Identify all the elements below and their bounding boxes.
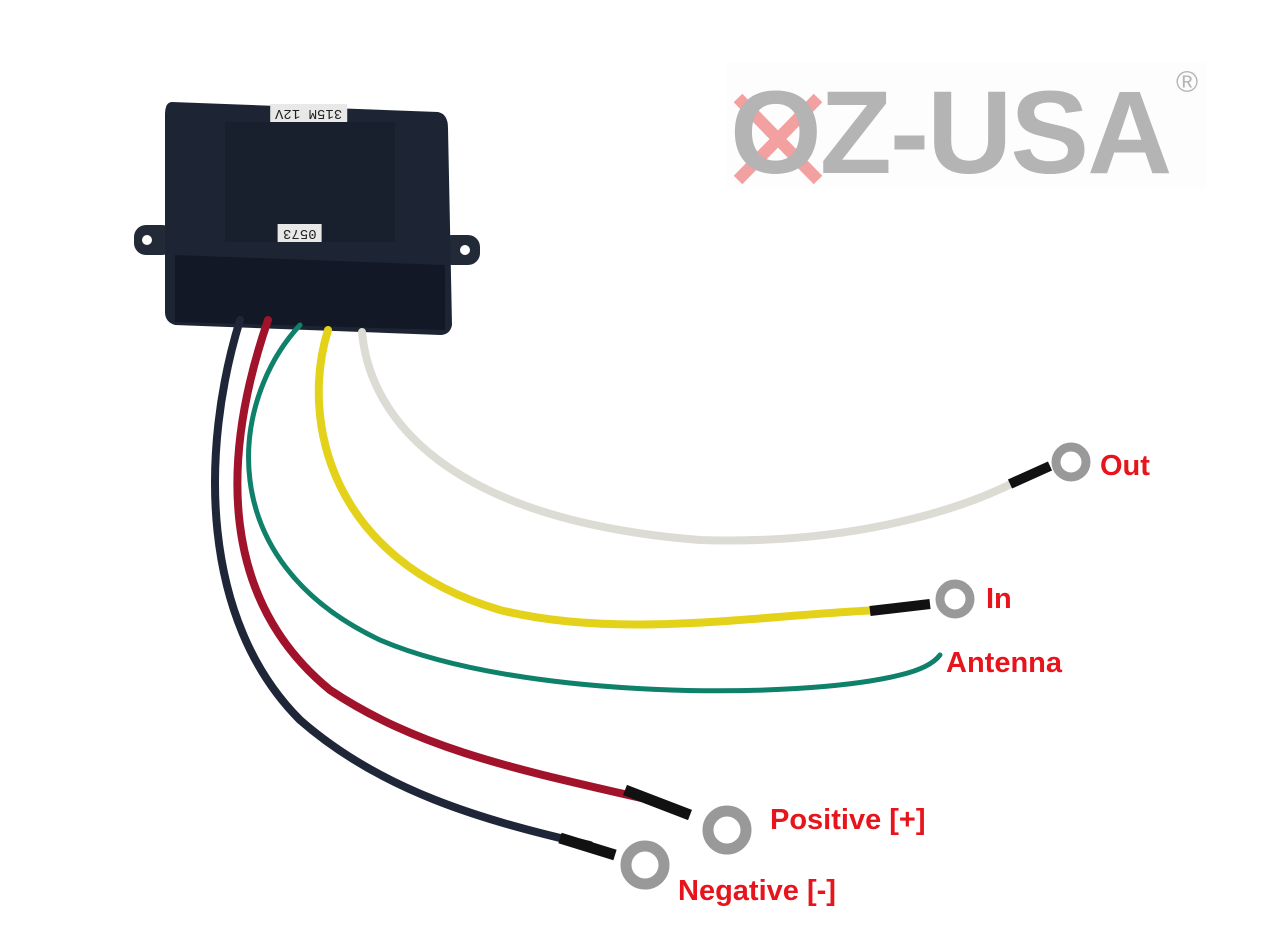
negative-wire — [211, 316, 594, 849]
label-negative: Negative [-] — [678, 875, 836, 907]
brand-logo: OZ-USA ® — [726, 62, 1206, 192]
label-in: In — [986, 583, 1012, 615]
front-tag: 0573 — [278, 224, 322, 242]
logo-x-icon — [733, 93, 823, 185]
label-out: Out — [1100, 450, 1150, 482]
registered-mark: ® — [1176, 66, 1199, 99]
ring-terminals — [558, 442, 1091, 890]
receiver-box — [134, 102, 480, 335]
logo-text: OZ-USA — [730, 67, 1172, 199]
antenna-wire — [246, 322, 943, 694]
top-tag: 315M 12V — [270, 104, 348, 122]
label-antenna: Antenna — [946, 647, 1062, 679]
out-wire — [358, 328, 1019, 545]
in-wire — [314, 326, 884, 629]
positive-wire — [233, 316, 654, 804]
label-positive: Positive [+] — [770, 804, 926, 836]
